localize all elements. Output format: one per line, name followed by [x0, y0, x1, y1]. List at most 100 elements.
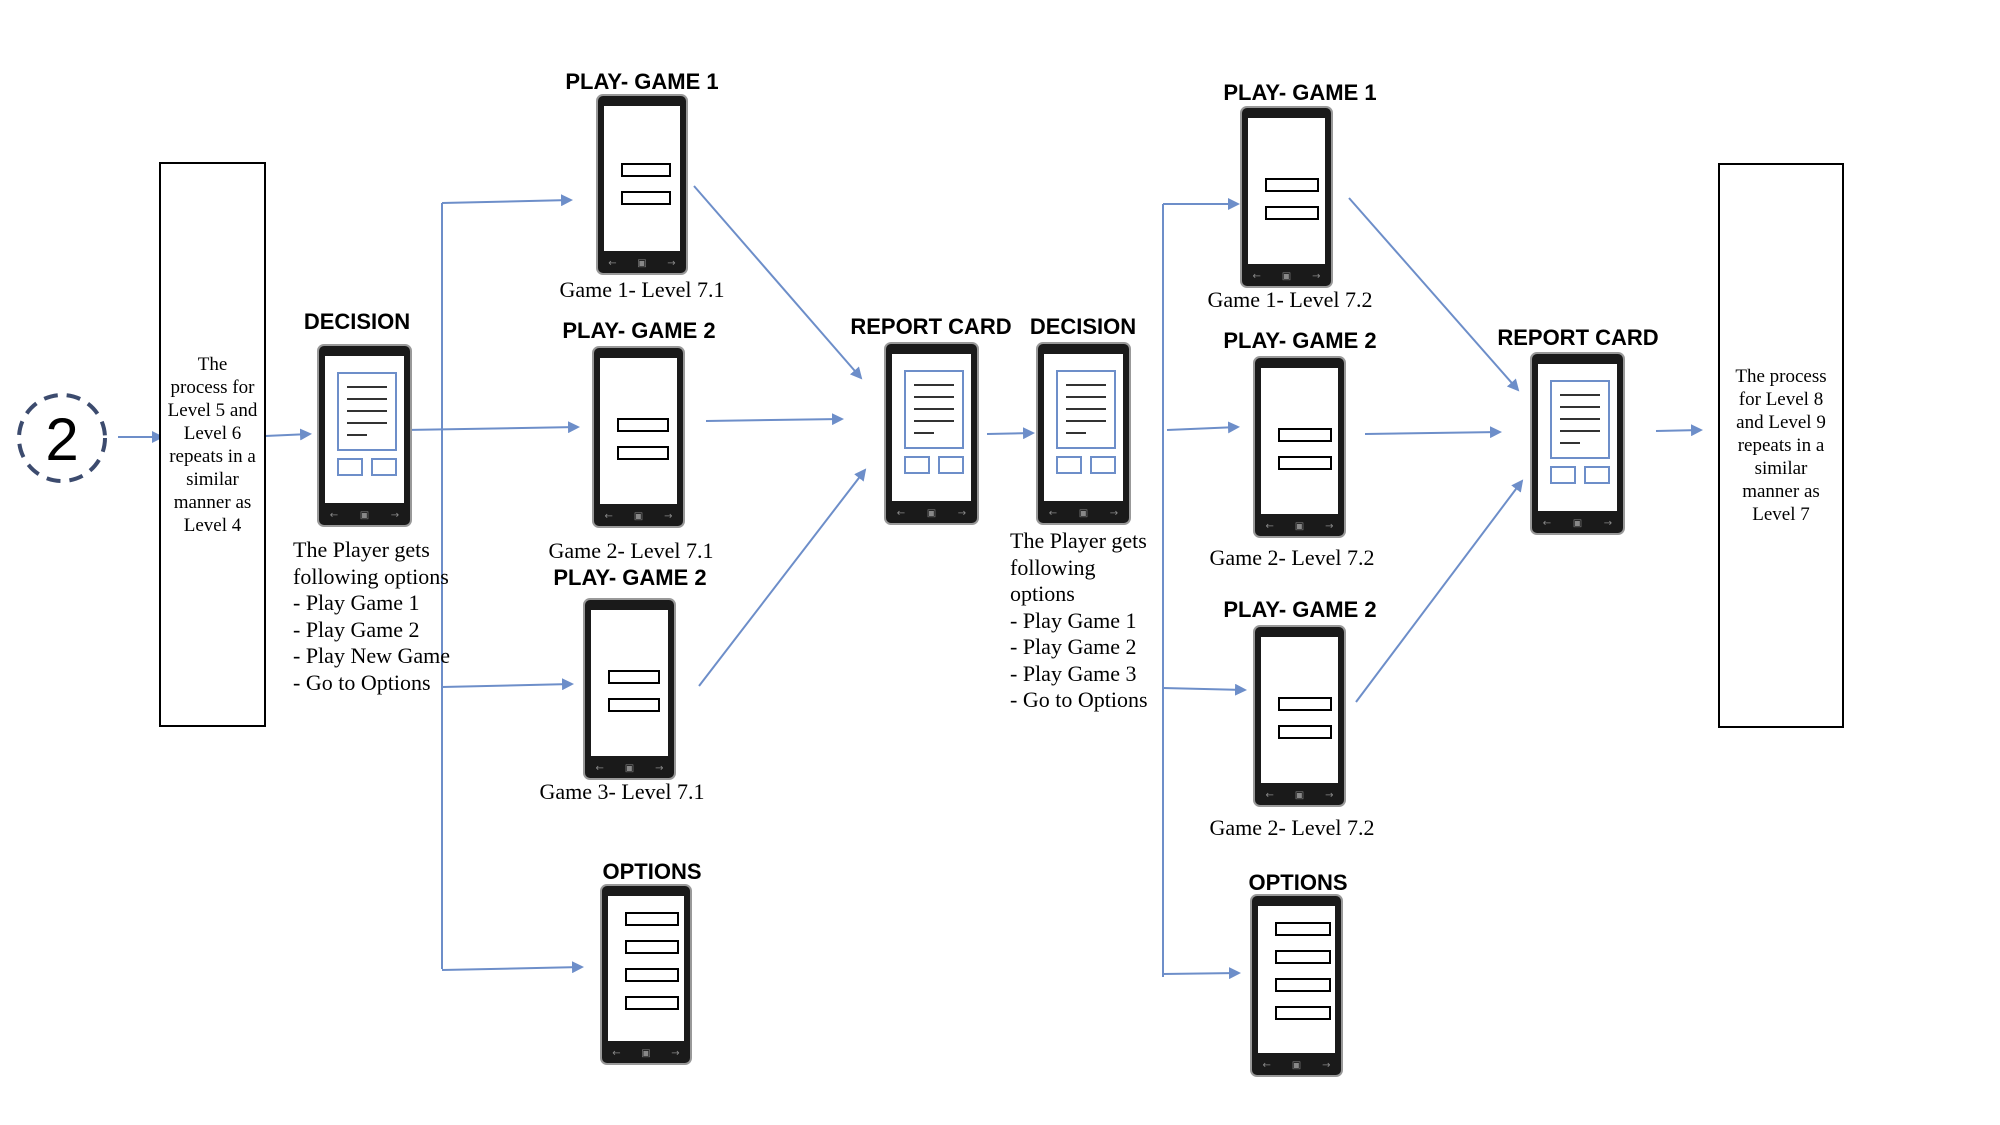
search-arrow-icon: → — [1325, 789, 1334, 801]
decision-description-1: The Player gets following options - Play… — [293, 537, 450, 696]
phone-nav-bar: ← ▣ → — [319, 508, 410, 522]
phone-game3-1: ←▣→ — [583, 598, 676, 780]
windows-logo-icon: ▣ — [641, 1047, 651, 1059]
document-icon — [337, 372, 397, 451]
arrow-game2-to-report1 — [705, 413, 844, 426]
option-tile — [1090, 456, 1116, 474]
phone-game1-1: ←▣→ — [596, 94, 688, 275]
phone-options-1: ← ▣ → — [600, 884, 692, 1065]
start-circle — [17, 393, 107, 483]
decision-title-2: DECISION — [1029, 314, 1137, 339]
arrow-to-options-2 — [1162, 967, 1241, 980]
windows-logo-icon: ▣ — [1294, 520, 1305, 532]
search-arrow-icon: → — [390, 509, 400, 521]
left-process-text: The process for Level 5 and Level 6 repe… — [167, 353, 258, 536]
game-button — [1278, 456, 1332, 470]
option-tile — [1584, 466, 1610, 484]
arrow-to-game1-1 — [441, 194, 573, 207]
right-process-box: The process for Level 8 and Level 9 repe… — [1718, 163, 1844, 728]
windows-logo-icon: ▣ — [637, 257, 647, 269]
desc-line: - Play Game 1 — [293, 590, 420, 615]
options-title-1: OPTIONS — [602, 859, 702, 884]
decision-title-1: DECISION — [303, 309, 411, 334]
options-title-2: OPTIONS — [1248, 870, 1348, 895]
menu-button — [625, 996, 679, 1010]
windows-logo-icon: ▣ — [1294, 789, 1305, 801]
search-arrow-icon: → — [1109, 507, 1119, 519]
desc-line: - Play Game 1 — [1010, 607, 1137, 633]
phone-screen — [1538, 364, 1617, 511]
document-icon — [1550, 380, 1610, 459]
desc-line: - Play New Game — [293, 643, 451, 668]
option-tile — [337, 458, 363, 476]
back-arrow-icon: ← — [1262, 1059, 1271, 1071]
game2-title-1: PLAY- GAME 2 — [562, 318, 716, 343]
phone-game3-2: ←▣→ — [1253, 625, 1346, 807]
phone-nav-bar: ←▣→ — [598, 256, 686, 270]
decision-description-2: The Player gets following options - Play… — [1010, 528, 1148, 714]
phone-nav-bar: ←▣→ — [585, 761, 674, 775]
menu-button — [625, 912, 679, 926]
phone-nav-bar: ←▣→ — [1038, 506, 1129, 520]
game3-title-1: PLAY- GAME 2 — [553, 565, 707, 590]
back-arrow-icon: ← — [1252, 270, 1261, 282]
phone-report-2: ←▣→ — [1530, 352, 1625, 535]
desc-line: - Play Game 2 — [1010, 634, 1137, 659]
arrow-game2-to-report2 — [1364, 426, 1502, 439]
desc-line: - Go to Options — [293, 669, 431, 695]
arrow-to-game2-1 — [404, 421, 580, 434]
desc-line: The Player gets — [1010, 528, 1147, 553]
start-marker-label: 2 — [45, 406, 79, 473]
document-icon — [904, 370, 964, 449]
phone-nav-bar: ←▣→ — [1532, 516, 1623, 530]
phone-screen — [1248, 118, 1325, 264]
desc-line: options — [1010, 581, 1075, 606]
phone-screen — [1044, 354, 1123, 501]
windows-logo-icon: ▣ — [359, 509, 370, 521]
arrow-game1-to-report2 — [1348, 197, 1520, 392]
game1-title-2: PLAY- GAME 1 — [1223, 80, 1377, 105]
game3-caption-2: Game 2- Level 7.2 — [1209, 815, 1375, 840]
game-button — [608, 670, 660, 684]
search-arrow-icon: → — [1312, 270, 1321, 282]
windows-logo-icon: ▣ — [1281, 270, 1292, 282]
back-arrow-icon: ← — [604, 510, 613, 522]
arrow-to-options-1 — [441, 961, 584, 974]
arrow-game3-to-report1 — [698, 468, 867, 687]
game-button — [621, 163, 671, 177]
desc-line: - Play Game 3 — [1010, 660, 1137, 686]
phone-game2-1: ←▣→ — [592, 346, 685, 528]
phone-nav-bar: ←▣→ — [1255, 788, 1344, 802]
option-tile — [1056, 456, 1082, 474]
windows-logo-icon: ▣ — [926, 507, 937, 519]
desc-line: - Go to Options — [1010, 687, 1148, 712]
arrow-report1-to-decision2 — [986, 427, 1035, 440]
arrow-box-to-decision1 — [264, 428, 312, 441]
phone-decision-2: ←▣→ — [1036, 342, 1131, 525]
search-arrow-icon: → — [671, 1047, 680, 1059]
search-arrow-icon: → — [1325, 520, 1334, 532]
phone-nav-bar: ←▣→ — [594, 509, 683, 523]
game-button — [621, 191, 671, 205]
arrow-to-game3-1 — [441, 678, 574, 691]
game-button — [1278, 428, 1332, 442]
game-button — [1265, 178, 1319, 192]
left-process-box: The process for Level 5 and Level 6 repe… — [159, 162, 266, 727]
arrow-game1-to-report1 — [693, 185, 863, 380]
phone-nav-bar: ←▣→ — [886, 506, 977, 520]
back-arrow-icon: ← — [1048, 507, 1058, 519]
back-arrow-icon: ← — [612, 1047, 621, 1059]
search-arrow-icon: → — [655, 762, 664, 774]
arrow-to-game2-2 — [1166, 421, 1240, 434]
windows-logo-icon: ▣ — [633, 510, 644, 522]
game-button — [617, 418, 669, 432]
menu-button — [625, 940, 679, 954]
search-arrow-icon: → — [957, 507, 967, 519]
report-title-2: REPORT CARD — [1497, 325, 1659, 350]
desc-line: - Play Game 2 — [293, 616, 420, 642]
phone-report-1: ←▣→ — [884, 342, 979, 525]
game2-caption-2: Game 2- Level 7.2 — [1209, 545, 1375, 570]
phone-screen — [1261, 368, 1338, 514]
menu-button — [1275, 978, 1331, 992]
